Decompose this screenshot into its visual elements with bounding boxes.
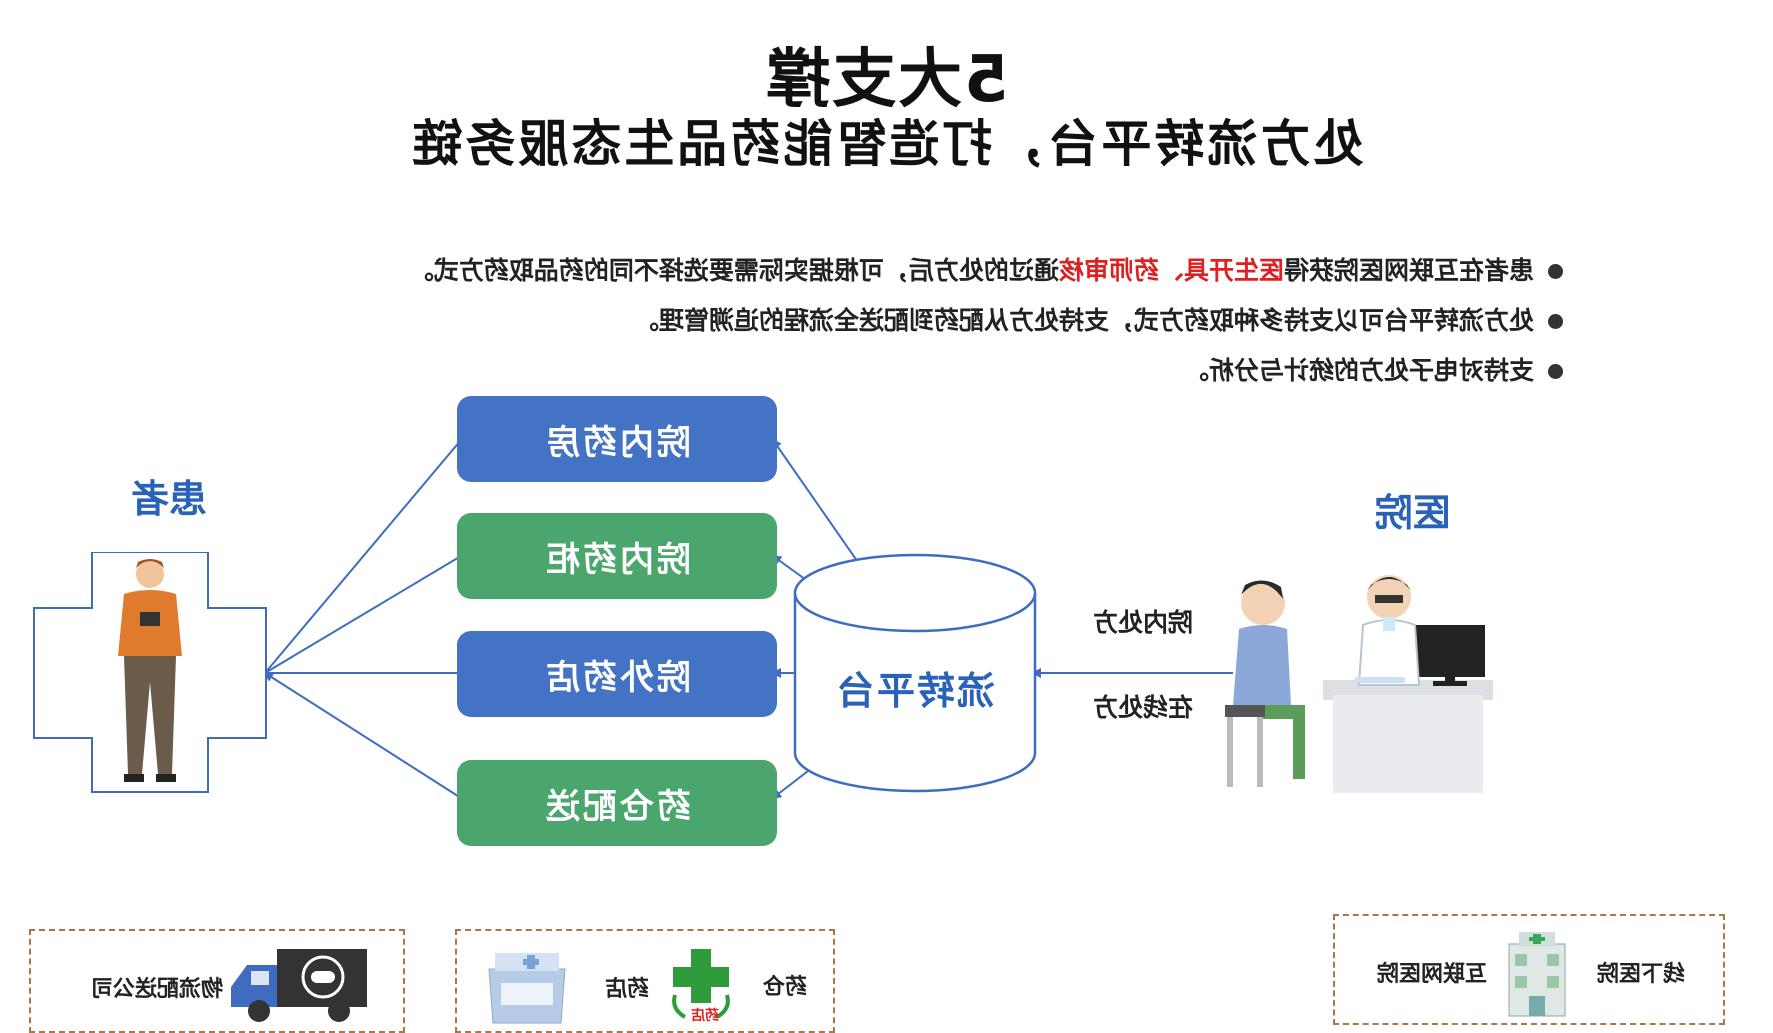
patient-figure-icon (33, 552, 267, 793)
hospital-building-icon (1508, 932, 1566, 1017)
option-warehouse-delivery: 药仓配送 (457, 760, 777, 846)
patient-label: 患者 (130, 477, 207, 521)
offline-hospital-label: 线下医院 (1596, 962, 1685, 987)
rx-in-hospital: 院内处方 (1092, 608, 1193, 637)
line-option-to-patient (264, 555, 462, 674)
hospital-label: 医院 (1374, 491, 1451, 535)
arrow-to-patient (263, 671, 462, 799)
platform-cylinder (793, 553, 1037, 793)
delivery-truck-icon (231, 949, 367, 1022)
green-cross-icon (672, 949, 730, 1019)
logistics-box: 物流配送公司 (29, 929, 405, 1033)
option-in-hospital-pharmacy: 院内药房 (457, 396, 777, 482)
doctor-consult-icon (1225, 575, 1493, 793)
pharmacy-building-icon (488, 953, 566, 1024)
warehouse-badge: 药店 (691, 1008, 719, 1024)
platform-label: 流转平台 (835, 669, 996, 713)
option-external-pharmacy: 院外药店 (457, 631, 777, 717)
warehouse-label: 药仓 (762, 975, 807, 1000)
stores-box: 药仓 药店 药店 (455, 929, 835, 1033)
internet-hospital-label: 互联网医院 (1376, 962, 1487, 987)
pharmacy-label: 药店 (604, 977, 649, 1002)
option-in-hospital-cabinet: 院内药柜 (457, 513, 777, 599)
rx-online: 在线处方 (1092, 693, 1193, 722)
hospitals-box: 线下医院 互联网医院 (1333, 914, 1725, 1025)
logistics-label: 物流配送公司 (90, 977, 223, 1002)
line-option-to-patient (264, 439, 462, 674)
